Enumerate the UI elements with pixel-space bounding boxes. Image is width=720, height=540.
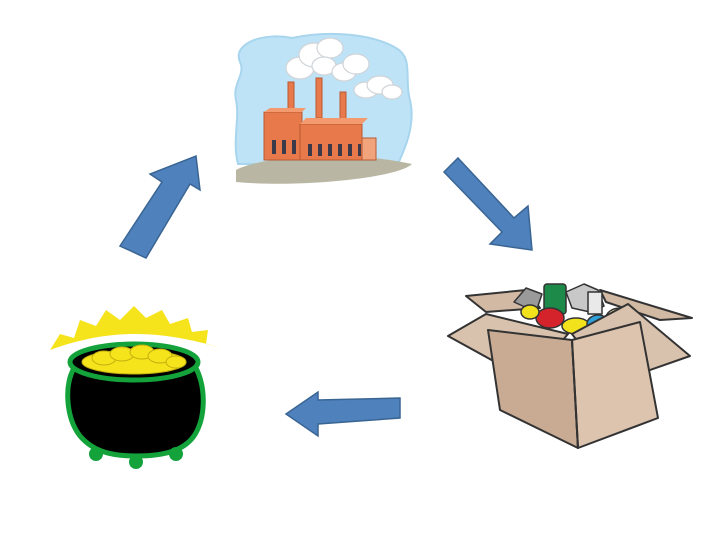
arrow-down-right-icon [442,156,533,251]
chimney [339,91,347,121]
factory-ground [236,156,412,184]
factory-roof [264,108,306,112]
factory-roof [300,118,368,124]
pot-feet [89,447,183,469]
gold-glow-rays [50,306,222,350]
smoke-clouds [285,37,403,100]
arrow-up-right-icon [118,154,201,259]
chimney [315,77,323,119]
box-side [487,329,579,449]
pot-of-gold-icon [50,306,222,469]
box-flap [599,289,693,321]
factory-annex [361,137,377,161]
arrow-left-icon [284,390,401,438]
gold-coins [81,344,187,375]
factory-icon [234,32,413,184]
cardboard-box-waste-icon [447,283,693,449]
factory-windows [272,140,361,156]
